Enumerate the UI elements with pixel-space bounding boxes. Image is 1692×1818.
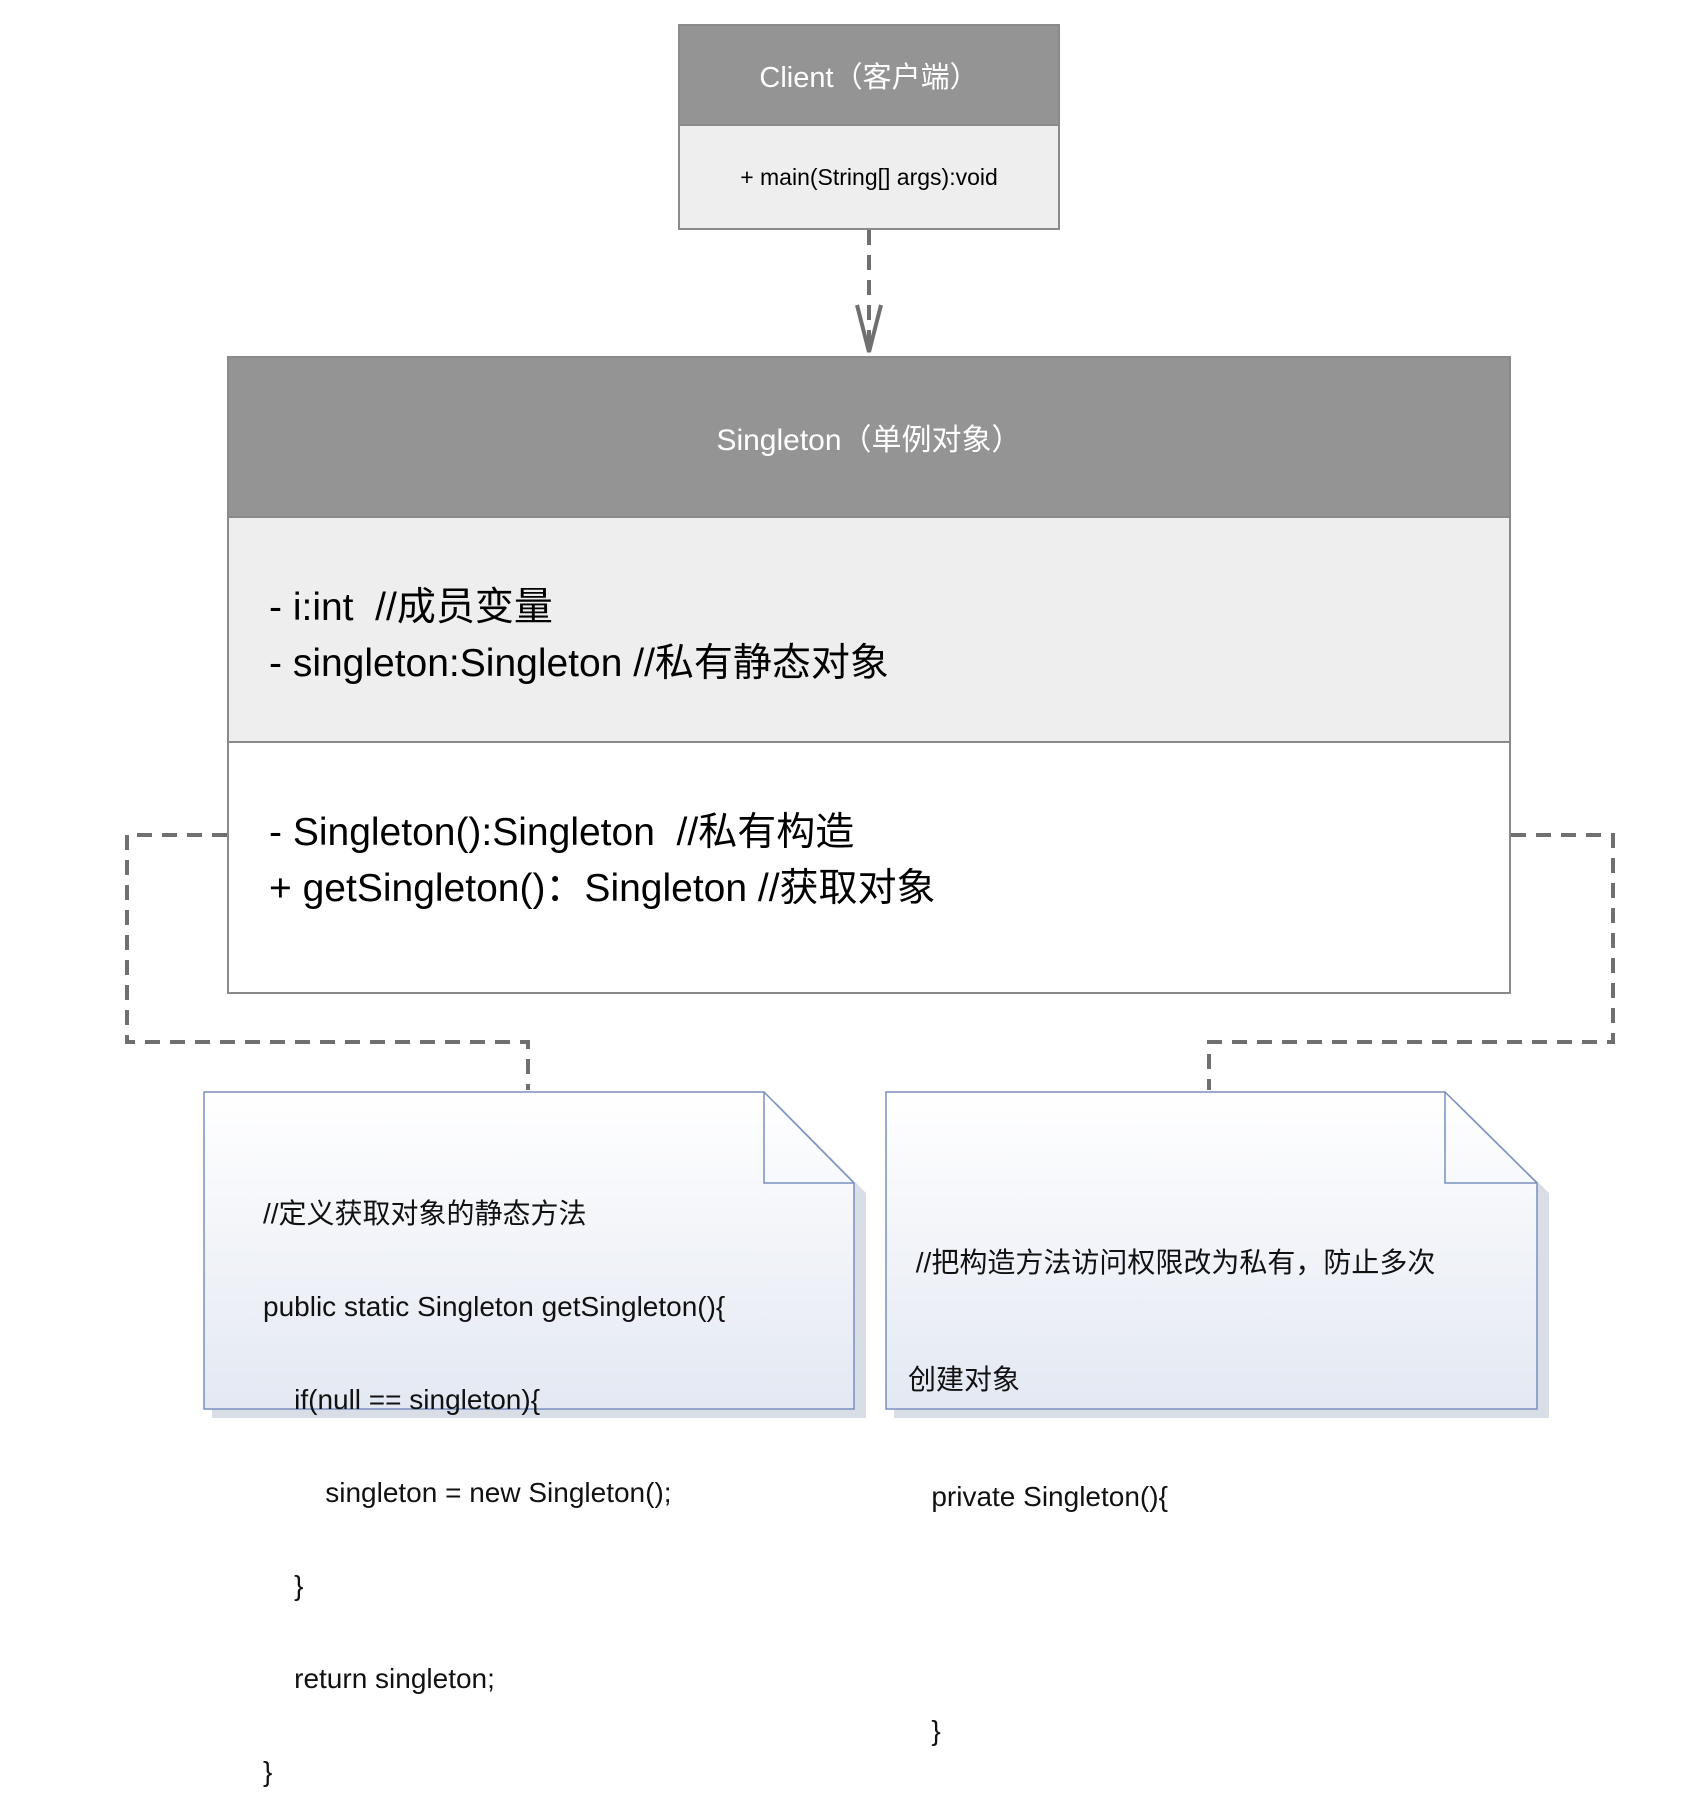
client-class-methods: + main(String[] args):void (680, 126, 1058, 228)
note-left-shape (203, 1091, 866, 1418)
note-line: private Singleton(){ (908, 1481, 1168, 1512)
dependency-arrowhead (855, 304, 883, 353)
note-line: } (263, 1756, 273, 1787)
note-right-connector (1207, 833, 1615, 1090)
note-private-constructor: //把构造方法访问权限改为私有，防止多次 创建对象 private Single… (908, 1165, 1435, 1789)
note-line: } (908, 1715, 941, 1746)
singleton-attributes: - i:int //成员变量 - singleton:Singleton //私… (229, 518, 1509, 743)
note-get-singleton: //定义获取对象的静态方法 public static Singleton ge… (263, 1136, 725, 1818)
operation-get-singleton: + getSingleton()：Singleton //获取对象 (269, 867, 936, 910)
client-class: Client（客户端） + main(String[] args):void (678, 24, 1060, 230)
connectors-layer (125, 230, 1615, 1418)
note-line: 创建对象 (908, 1364, 1021, 1395)
note-left-connector (125, 833, 530, 1090)
note-line: return singleton; (263, 1663, 495, 1694)
note-line: //把构造方法访问权限改为私有，防止多次 (908, 1247, 1436, 1278)
client-method-main: + main(String[] args):void (740, 163, 998, 190)
note-line: if(null == singleton){ (263, 1384, 541, 1415)
operation-constructor: - Singleton():Singleton //私有构造 (269, 811, 855, 854)
note-line (908, 1594, 1435, 1633)
attribute-i: - i:int //成员变量 (269, 586, 553, 629)
note-line: singleton = new Singleton(); (263, 1477, 672, 1508)
singleton-class: Singleton（单例对象） - i:int //成员变量 - singlet… (227, 356, 1511, 994)
note-line: } (263, 1570, 304, 1601)
attribute-singleton: - singleton:Singleton //私有静态对象 (269, 642, 889, 685)
note-line: //定义获取对象的静态方法 (263, 1198, 587, 1229)
singleton-class-title: Singleton（单例对象） (229, 358, 1509, 518)
note-right-shape (885, 1091, 1549, 1418)
singleton-operations: - Singleton():Singleton //私有构造 + getSing… (229, 743, 1509, 992)
note-line: public static Singleton getSingleton(){ (263, 1291, 726, 1322)
client-class-title: Client（客户端） (680, 26, 1058, 126)
